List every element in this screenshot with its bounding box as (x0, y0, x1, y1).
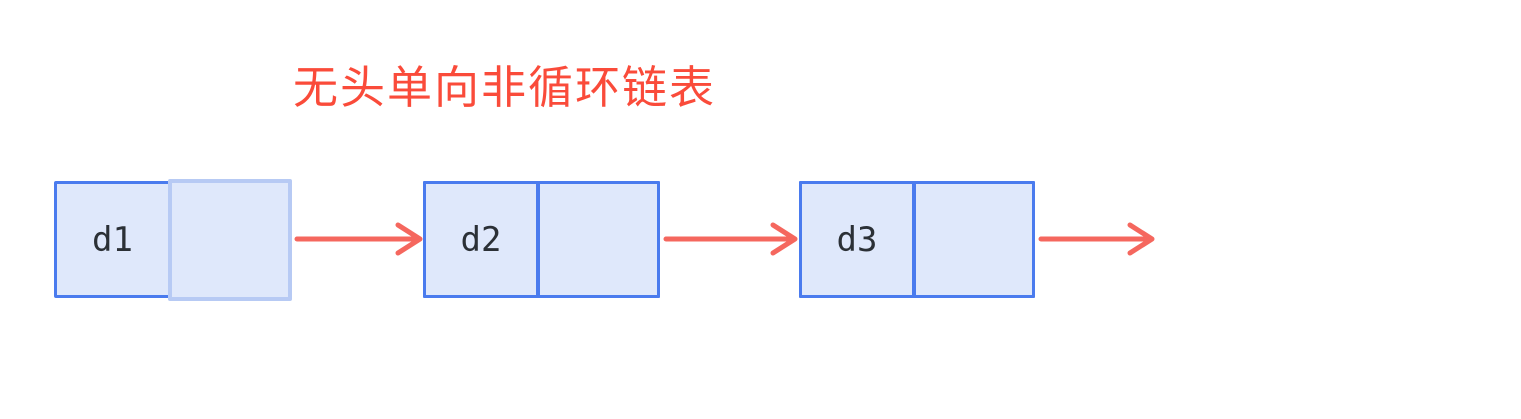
node1-data-cell: d1 (54, 181, 171, 298)
next-pointer-arrow-1 (294, 222, 423, 256)
node2-data-label: d2 (460, 219, 502, 260)
diagram-title: 无头单向非循环链表 (293, 62, 717, 113)
node3-data-cell: d3 (802, 184, 916, 295)
tail-null-arrow (1038, 222, 1155, 256)
node1-next-pointer-cell (168, 179, 292, 301)
node2: d2 (423, 181, 660, 298)
node3: d3 (799, 181, 1035, 298)
node3-data-label: d3 (836, 219, 878, 260)
node1-data-label: d1 (92, 219, 133, 260)
next-pointer-arrow-2 (663, 222, 798, 256)
node3-next-pointer-cell (916, 184, 1032, 295)
node2-data-cell: d2 (426, 184, 540, 295)
node2-next-pointer-cell (540, 184, 657, 295)
